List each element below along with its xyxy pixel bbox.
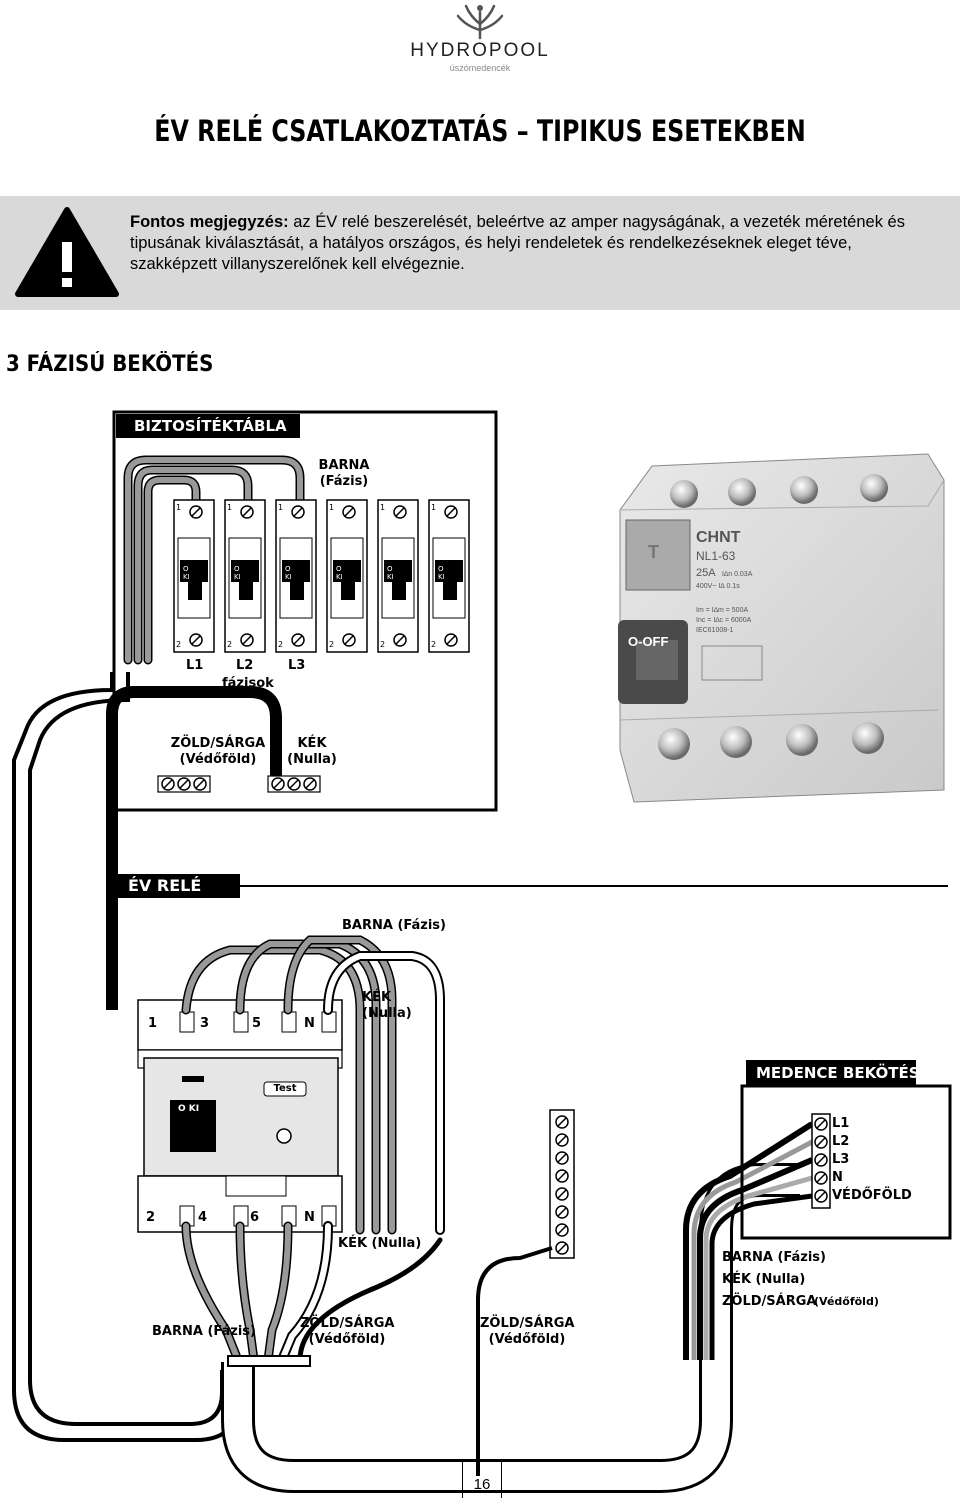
breaker-4-switch: O KI bbox=[336, 565, 343, 581]
breaker-1-top: 1 bbox=[176, 503, 182, 512]
breaker-2-switch: O KI bbox=[234, 565, 241, 581]
rcd-test-button: T bbox=[648, 542, 659, 562]
relay-term-top-5: 5 bbox=[252, 1016, 262, 1031]
breaker-5-switch: O KI bbox=[387, 565, 394, 581]
pool-legend-brown: BARNA (Fázis) bbox=[722, 1250, 826, 1265]
breaker-6-switch: O KI bbox=[438, 565, 445, 581]
rcd-standard: IEC61008-1 bbox=[696, 627, 733, 634]
breaker-6-top: 1 bbox=[431, 503, 437, 512]
pool-legend-blue: KÉK (Nulla) bbox=[722, 1272, 806, 1287]
relay-term-bottom-4: 4 bbox=[198, 1210, 208, 1225]
panel-brown-line1: BARNA bbox=[318, 458, 370, 473]
logo-tagline: úszómedencék bbox=[449, 63, 511, 73]
rcd-rating: 25A bbox=[696, 567, 716, 579]
rcd-spec-1: Im = I∆m = 500A bbox=[696, 607, 748, 614]
pool-legend-earth: ZÖLD/SÁRGA bbox=[722, 1294, 817, 1309]
breaker-2-top: 1 bbox=[227, 503, 233, 512]
relay-blue-line1: KÉK bbox=[362, 990, 392, 1005]
relay-earth2-line1: ZÖLD/SÁRGA bbox=[480, 1316, 575, 1331]
important-note: Fontos megjegyzés: az ÉV relé beszerelés… bbox=[130, 212, 942, 275]
section-title: 3 FÁZISÚ BEKÖTÉS bbox=[6, 352, 214, 377]
panel-neutral-line1: KÉK bbox=[297, 736, 327, 751]
panel-earth-label: ZÖLD/SÁRGA (Védőföld) bbox=[168, 736, 268, 768]
note-lead: Fontos megjegyzés: bbox=[130, 213, 289, 231]
page-title: ÉV RELÉ CSATLAKOZTATÁS – TIPIKUS ESETEKB… bbox=[154, 114, 806, 148]
breaker-4-top: 1 bbox=[329, 503, 335, 512]
warning-icon bbox=[15, 207, 119, 297]
panel-neutral-line2: (Nulla) bbox=[287, 752, 337, 767]
note-band bbox=[0, 196, 960, 310]
pool-legend-earth-2: (Védőföld) bbox=[814, 1295, 879, 1308]
breaker-4-bottom: 2 bbox=[329, 640, 335, 649]
breaker-3-top: 1 bbox=[278, 503, 284, 512]
pool-term-l3: L3 bbox=[832, 1152, 850, 1167]
panel-earth-line2: (Védőföld) bbox=[179, 752, 257, 767]
pool-term-l2: L2 bbox=[832, 1134, 850, 1149]
pool-header: MEDENCE BEKÖTÉS bbox=[756, 1064, 920, 1082]
earth-terminal-strip bbox=[549, 1109, 575, 1259]
relay-earth1-line1: ZÖLD/SÁRGA bbox=[300, 1316, 395, 1331]
panel-terminal-earth bbox=[157, 775, 211, 793]
rcd-voltage: 400V~ I∆ 0.1s bbox=[696, 583, 740, 590]
relay-term-bottom-n: N bbox=[304, 1210, 315, 1225]
l2-label: L2 bbox=[236, 658, 254, 673]
page-number: 16 bbox=[462, 1462, 502, 1498]
panel-earth-line1: ZÖLD/SÁRGA bbox=[170, 736, 266, 751]
relay-earth-label-2: ZÖLD/SÁRGA (Védőföld) bbox=[480, 1316, 574, 1348]
relay-term-top-n: N bbox=[304, 1016, 315, 1031]
breaker-5-top: 1 bbox=[380, 503, 386, 512]
panel-neutral-label: KÉK (Nulla) bbox=[284, 736, 340, 768]
rcd-brand: CHNT bbox=[696, 529, 741, 546]
panel-brown-label: BARNA (Fázis) bbox=[316, 458, 372, 490]
pool-term-n: N bbox=[832, 1170, 843, 1185]
rcd-model: NL1-63 bbox=[696, 549, 736, 563]
breaker-1-switch: O KI bbox=[183, 565, 190, 581]
breaker-row bbox=[173, 499, 469, 653]
panel-brown-line2: (Fázis) bbox=[319, 474, 369, 489]
relay-header: ÉV RELÉ bbox=[128, 876, 202, 895]
phases-label: fázisok bbox=[222, 676, 274, 691]
rcd-spec-2: Inc = I∆c = 6000A bbox=[696, 617, 752, 624]
relay-earth1-line2: (Védőföld) bbox=[308, 1332, 386, 1347]
breaker-6-bottom: 2 bbox=[431, 640, 437, 649]
relay-brown-label: BARNA (Fázis) bbox=[342, 918, 446, 933]
note-body: az ÉV relé beszerelését, beleértve az am… bbox=[130, 213, 905, 273]
relay-blue-line2: (Nulla) bbox=[362, 1006, 412, 1021]
l3-label: L3 bbox=[288, 658, 306, 673]
breaker-5-bottom: 2 bbox=[380, 640, 386, 649]
rcd-photo: O-OFF CHNT NL1-63 25A I∆n 0.03A 400V~ I∆… bbox=[618, 453, 945, 803]
relay-term-bottom-2: 2 bbox=[146, 1210, 156, 1225]
rcd-toggle-label: O-OFF bbox=[628, 634, 668, 649]
pool-term-earth: VÉDŐFÖLD bbox=[832, 1188, 912, 1203]
breaker-2-bottom: 2 bbox=[227, 640, 233, 649]
logo-name: HYDROPOOL bbox=[410, 40, 550, 61]
l1-label: L1 bbox=[186, 658, 204, 673]
relay-test-button[interactable]: Test bbox=[273, 1083, 297, 1094]
panel-header: BIZTOSÍTÉKTÁBLA bbox=[116, 414, 300, 438]
relay-earth2-line2: (Védőföld) bbox=[488, 1332, 566, 1347]
rcd-sensitivity: I∆n 0.03A bbox=[722, 571, 753, 578]
relay-blue-bottom-label: KÉK (Nulla) bbox=[338, 1236, 422, 1251]
relay-blue-label: KÉK (Nulla) bbox=[362, 990, 412, 1022]
breaker-3-bottom: 2 bbox=[278, 640, 284, 649]
relay-term-top-3: 3 bbox=[200, 1016, 210, 1031]
hydropool-logo-icon bbox=[456, 4, 504, 40]
relay-term-bottom-6: 6 bbox=[250, 1210, 260, 1225]
pool-term-l1: L1 bbox=[832, 1116, 850, 1131]
breaker-1-bottom: 2 bbox=[176, 640, 182, 649]
relay-term-top-1: 1 bbox=[148, 1016, 158, 1031]
relay-switch[interactable]: O KI bbox=[178, 1104, 200, 1114]
breaker-3-switch: O KI bbox=[285, 565, 292, 581]
pool-terminal-strip bbox=[811, 1113, 831, 1209]
relay-earth-label-1: ZÖLD/SÁRGA (Védőföld) bbox=[300, 1316, 394, 1348]
relay-brown-bottom-label: BARNA (Fázis) bbox=[152, 1324, 256, 1339]
rcd-relay-body bbox=[137, 999, 343, 1233]
panel-terminal-neutral bbox=[267, 775, 321, 793]
